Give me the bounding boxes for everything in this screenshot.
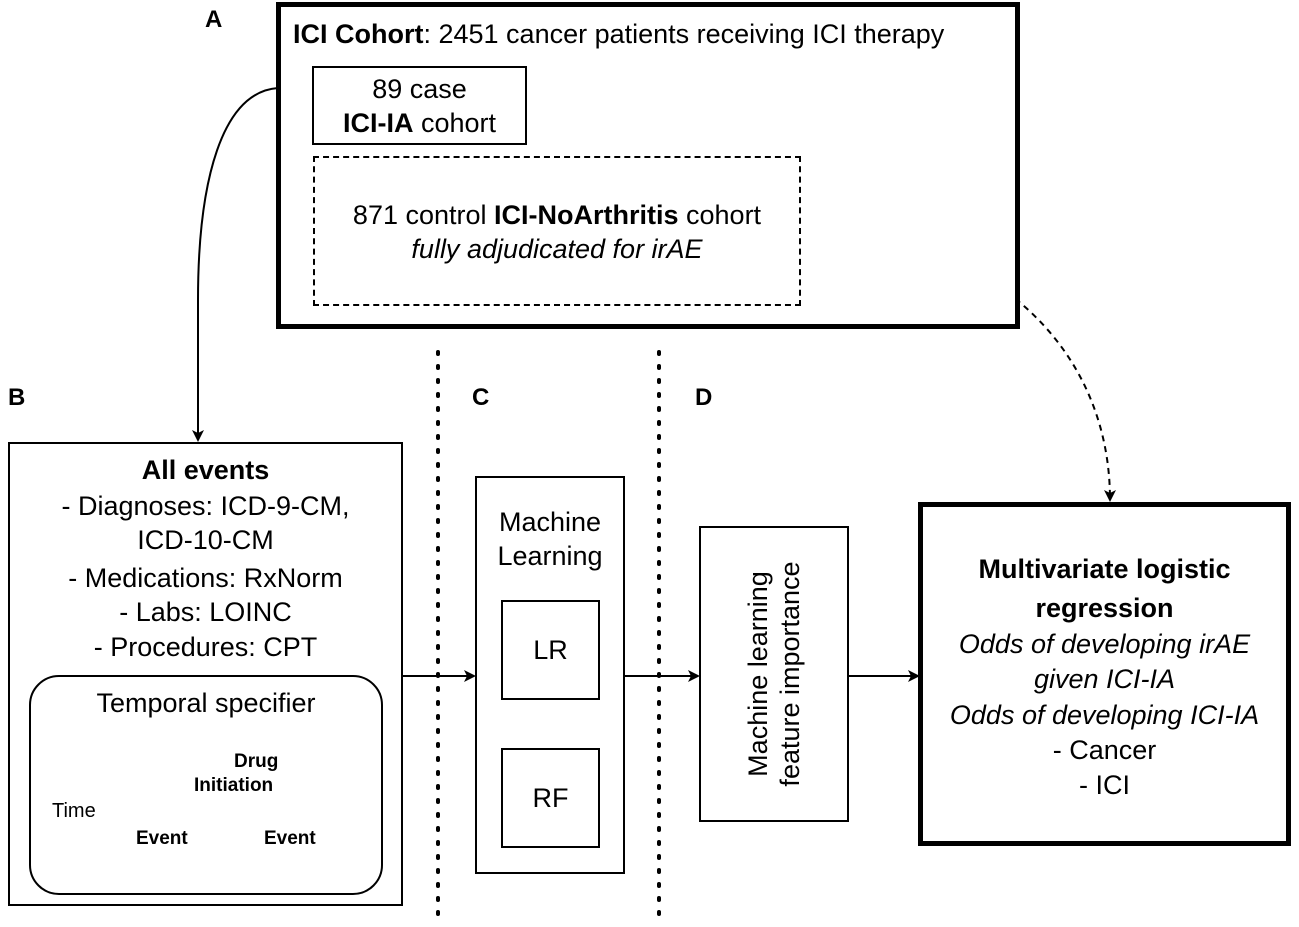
lr-model-box: LR [501,600,600,700]
lr-label: LR [533,635,568,665]
feature-importance-line1: Machine learning [743,571,773,777]
regression-odds-ici-ia: Odds of developing ICI-IA [949,700,1260,730]
feature-importance-line2: feature importance [775,561,805,787]
case-cohort-bold: ICI-IA [342,108,414,138]
ml-title-line1: Machine [498,507,602,537]
ici-cohort-title-bold: ICI Cohort [293,19,424,49]
regression-item-cancer: - Cancer [1052,735,1157,765]
control-cohort-name: 871 control ICI-NoArthritis cohort [315,199,799,231]
event-line-labs: - Labs: LOINC [119,597,292,627]
event-right-label: Event [264,828,316,849]
regression-odds-irae: Odds of developing irAE [958,629,1251,659]
event-line-diagnoses: - Diagnoses: ICD-9-CM, [61,491,350,521]
control-cohort-bold: ICI-NoArthritis [494,200,679,230]
ici-cohort-title: ICI Cohort: 2451 cancer patients receivi… [293,18,944,50]
all-events-title: All events [141,455,270,485]
rf-label: RF [532,783,569,813]
arrow-case-to-events [192,87,279,442]
event-line-icd10: ICD-10-CM [137,525,274,555]
control-cohort-box: 871 control ICI-NoArthritis cohort fully… [313,156,801,306]
control-cohort-note: fully adjudicated for irAE [411,234,703,264]
case-cohort-rest: cohort [413,108,497,138]
panel-label-b: B [8,384,26,411]
panel-label-d: D [695,384,713,411]
drug-label-line1: Drug [234,751,279,772]
time-label: Time [52,800,96,822]
control-cohort-prefix: 871 control [352,200,495,230]
rf-model-box: RF [501,748,600,848]
control-cohort-rest: cohort [678,200,762,230]
regression-title-line2: regression [1035,593,1174,623]
feature-importance-box: Machine learning feature importance [699,526,849,822]
ml-title-line2: Learning [497,541,603,571]
case-cohort-name: ICI-IA cohort [314,107,525,139]
temporal-specifier-box: Temporal specifier [29,675,383,895]
temporal-specifier-title: Temporal specifier [96,688,316,718]
case-count: 89 case [372,74,467,104]
ici-cohort-title-rest: : 2451 cancer patients receiving ICI the… [423,19,945,49]
event-left-label: Event [136,828,188,849]
panel-label-a: A [205,6,223,33]
all-events-box: All events - Diagnoses: ICD-9-CM, ICD-10… [8,442,403,906]
case-cohort-box: 89 case ICI-IA cohort [312,66,527,145]
regression-title-line1: Multivariate logistic [978,554,1231,584]
regression-given-ici-ia: given ICI-IA [1033,664,1176,694]
machine-learning-box: Machine Learning LR RF [475,476,625,874]
drug-label-line2: Initiation [194,775,274,796]
ici-cohort-box: ICI Cohort: 2451 cancer patients receivi… [276,2,1020,329]
regression-item-ici: - ICI [1079,770,1130,800]
event-line-medications: - Medications: RxNorm [68,563,343,593]
panel-label-c: C [472,384,490,411]
regression-box: Multivariate logistic regression Odds of… [918,502,1291,846]
feature-importance-text: Machine learning feature importance [742,534,806,814]
event-line-procedures: - Procedures: CPT [93,632,318,662]
